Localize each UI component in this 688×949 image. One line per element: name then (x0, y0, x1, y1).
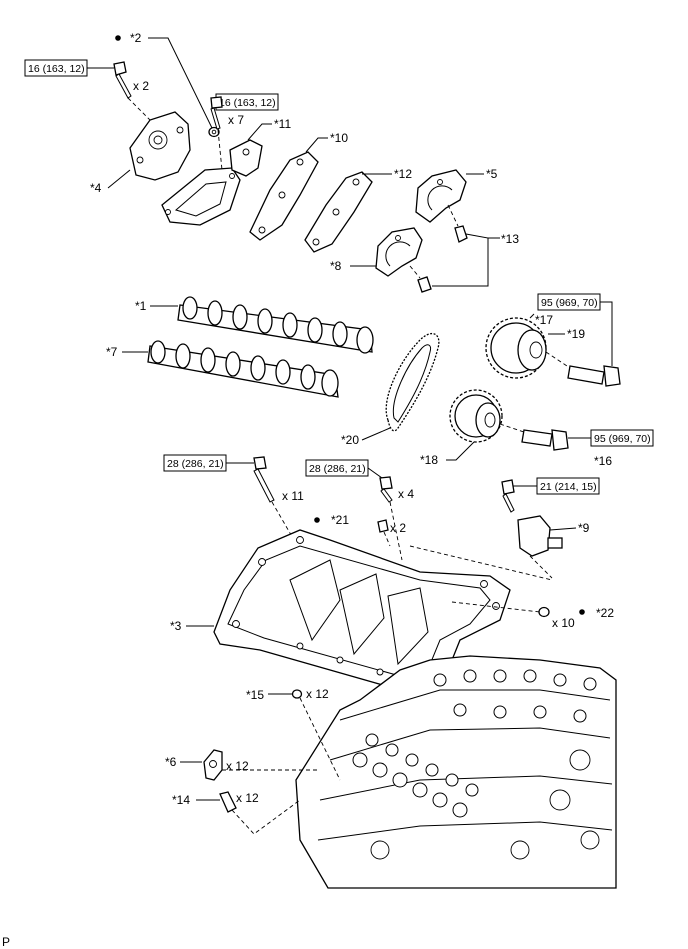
sprocket-bolt-lower: *16 (499, 423, 612, 468)
label-c3: *3 (170, 619, 182, 633)
label-c14: *14 (172, 793, 190, 807)
label-q-x7: x 7 (228, 113, 244, 127)
torque-box-28-left: 28 (286, 21) (163, 454, 227, 472)
part-19-cam-sprocket: *17 *19 (485, 313, 585, 379)
label-q-x4: x 4 (398, 487, 414, 501)
cylinder-head-assembly (295, 655, 617, 889)
housing-gasket-plate (161, 167, 241, 226)
label-c15: *15 (246, 688, 264, 702)
non-reusable-dot-icon (115, 35, 121, 41)
torque-box-28-right: 28 (286, 21) (305, 459, 369, 477)
label-t-28-a: 28 (286, 21) (167, 458, 224, 470)
label-q-x2-pin: x 2 (390, 521, 406, 535)
label-c10: *10 (330, 131, 348, 145)
part-4-housing: *4 (90, 111, 191, 195)
part-1-camshaft: *1 (135, 296, 374, 354)
label-q-x12-6: x 12 (226, 759, 249, 773)
label-c1: *1 (135, 299, 147, 313)
label-c11: *11 (274, 117, 291, 131)
torque-box-16-mid: 16 (163, 12) (215, 93, 279, 111)
part-20-timing-chain: *20 (341, 332, 440, 447)
label-q-x12-15: x 12 (306, 687, 329, 701)
torque-box-95-upper: 95 (969, 70) (537, 293, 601, 311)
part-11-cap: *11 (229, 117, 291, 177)
label-t-16-b: 16 (163, 12) (219, 97, 276, 109)
guide-line (409, 545, 553, 581)
part-3-camshaft-housing: *3 (170, 529, 511, 701)
part-22-seal: x 10 *22 (538, 606, 614, 630)
label-c16: *16 (594, 454, 612, 468)
torque-box-21: 21 (214, 15) (536, 477, 600, 495)
label-q-x12-14: x 12 (236, 791, 259, 805)
label-t-95-a: 95 (969, 70) (541, 297, 598, 309)
part-15-seal: *15 x 12 (246, 687, 341, 781)
label-c5: *5 (486, 167, 498, 181)
label-q-x11: x 11 (282, 489, 304, 503)
label-c20: *20 (341, 433, 359, 447)
non-reusable-dot-icon (314, 517, 320, 523)
label-c4: *4 (90, 181, 102, 195)
label-c17: *17 (535, 313, 553, 327)
label-t-95-b: 95 (969, 70) (594, 433, 651, 445)
marker-part-2: *2 (115, 31, 220, 138)
part-9-oil-control-valve: *9 (501, 479, 590, 579)
part-7-camshaft: *7 (106, 340, 339, 398)
part-5-cap: *5 (415, 167, 498, 223)
label-q-x10: x 10 (552, 616, 575, 630)
sprocket-bolt-upper (545, 301, 621, 387)
label-c7: *7 (106, 345, 118, 359)
label-c8: *8 (330, 259, 342, 273)
label-c6: *6 (165, 755, 177, 769)
label-c2: *2 (130, 31, 142, 45)
part-14-lash-adjuster: *14 x 12 (172, 791, 301, 835)
valve-lifter-row (352, 669, 597, 818)
label-c13: *13 (501, 232, 519, 246)
label-q-x2-top: x 2 (133, 79, 149, 93)
figure-code: P (2, 935, 10, 949)
part-8-cap: *8 (330, 227, 423, 277)
part-13-pins: *13 (409, 204, 519, 293)
label-c21: *21 (331, 513, 349, 527)
part-6-roller-rocker: *6 x 12 (165, 749, 320, 781)
bolt-x4 (367, 467, 403, 561)
part-10-camshaft-cap: *10 (249, 131, 348, 241)
guide-line (451, 601, 541, 613)
label-c9: *9 (578, 521, 590, 535)
label-c19: *19 (567, 327, 585, 341)
torque-box-16-top-left: 16 (163, 12) (24, 59, 88, 77)
label-c12: *12 (394, 167, 412, 181)
part-21-pin: *21 x 2 (314, 513, 406, 547)
part-18-cam-sprocket: *18 (420, 389, 503, 467)
bolt-top-left (87, 61, 161, 131)
part-12-camshaft-cap: *12 (304, 167, 412, 253)
label-t-21: 21 (214, 15) (540, 481, 597, 493)
label-t-16-a: 16 (163, 12) (28, 63, 85, 75)
torque-box-95-lower: 95 (969, 70) (590, 429, 654, 447)
bolt-mid (210, 96, 223, 171)
bolt-x11 (226, 456, 295, 541)
label-t-28-b: 28 (286, 21) (309, 463, 366, 475)
label-c18: *18 (420, 453, 438, 467)
label-c22: *22 (596, 606, 614, 620)
non-reusable-dot-icon (579, 609, 585, 615)
